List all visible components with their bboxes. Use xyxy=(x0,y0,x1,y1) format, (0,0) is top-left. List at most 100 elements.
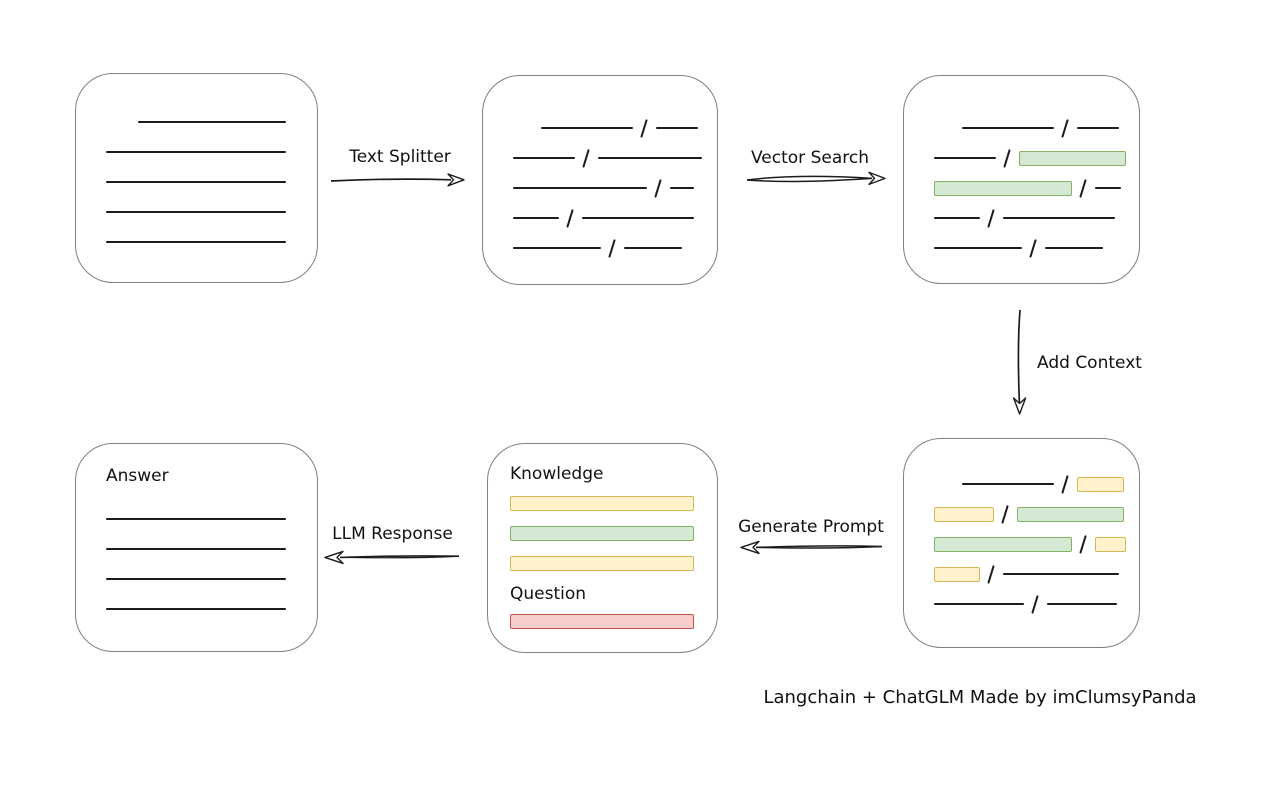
segment-row xyxy=(483,233,717,263)
segment-row xyxy=(904,203,1139,233)
highlight-bar-yellow xyxy=(934,566,980,582)
highlight-bar-green xyxy=(1017,506,1124,522)
highlight-bar-green xyxy=(934,536,1072,552)
text-line xyxy=(513,157,575,159)
slash-separator xyxy=(1061,118,1070,138)
generate-prompt-label: Generate Prompt xyxy=(738,517,884,537)
text-line xyxy=(598,157,702,159)
slash-separator xyxy=(1029,238,1038,258)
text-line xyxy=(670,187,694,189)
text-line xyxy=(934,603,1024,605)
highlight-bar-yellow xyxy=(934,506,994,522)
text-splitter-label: Text Splitter xyxy=(349,147,451,167)
slash-separator xyxy=(1079,178,1088,198)
text-line xyxy=(1045,247,1103,249)
slash-separator xyxy=(582,148,591,168)
text-line xyxy=(1003,573,1119,575)
context-result-box xyxy=(903,438,1140,648)
text-line xyxy=(934,217,980,219)
text-line xyxy=(541,127,633,129)
vector-result-box xyxy=(903,75,1140,284)
segment-row xyxy=(510,488,717,518)
segment-row xyxy=(106,594,317,624)
segment-row xyxy=(904,113,1139,143)
text-line xyxy=(1003,217,1115,219)
llm-response-arrow-icon xyxy=(324,550,460,565)
text-line xyxy=(138,121,286,123)
document-box xyxy=(75,73,318,283)
knowledge-bars xyxy=(510,488,717,578)
segment-row xyxy=(904,499,1139,529)
text-line xyxy=(106,151,286,153)
text-line xyxy=(106,578,286,580)
highlight-bar-yellow xyxy=(510,495,694,511)
generate-prompt-arrow-icon xyxy=(740,540,883,555)
split-text-box xyxy=(482,75,718,285)
segment-row xyxy=(510,606,717,636)
slash-separator xyxy=(608,238,617,258)
segment-row xyxy=(483,113,717,143)
slash-separator xyxy=(987,208,996,228)
text-line xyxy=(582,217,694,219)
segment-row xyxy=(76,227,317,257)
highlight-bar-red xyxy=(510,613,694,629)
text-line xyxy=(106,608,286,610)
segment-row xyxy=(106,534,317,564)
text-line xyxy=(962,127,1054,129)
text-splitter-arrow-icon xyxy=(330,173,465,187)
answer-lines xyxy=(106,504,317,624)
knowledge-label: Knowledge xyxy=(510,464,604,484)
text-line xyxy=(106,181,286,183)
segment-row xyxy=(904,143,1139,173)
text-line xyxy=(513,217,559,219)
vector-search-label: Vector Search xyxy=(751,148,869,168)
segment-row xyxy=(483,173,717,203)
slash-separator xyxy=(566,208,575,228)
text-line xyxy=(106,518,286,520)
slash-separator xyxy=(640,118,649,138)
segment-row xyxy=(106,504,317,534)
segment-row xyxy=(76,107,317,137)
text-line xyxy=(513,247,601,249)
add-context-label: Add Context xyxy=(1037,353,1142,373)
text-line xyxy=(624,247,682,249)
question-bars xyxy=(510,606,717,636)
highlight-bar-yellow xyxy=(510,555,694,571)
text-line xyxy=(934,157,996,159)
prompt-box: Knowledge Question xyxy=(487,443,718,653)
segment-row xyxy=(904,233,1139,263)
segment-row xyxy=(106,564,317,594)
text-line xyxy=(1047,603,1117,605)
slash-separator xyxy=(654,178,663,198)
highlight-bar-green xyxy=(934,180,1072,196)
context-result-lines xyxy=(904,439,1139,619)
segment-row xyxy=(510,518,717,548)
highlight-bar-green xyxy=(1019,150,1126,166)
text-line xyxy=(934,247,1022,249)
segment-row xyxy=(483,203,717,233)
text-line xyxy=(513,187,647,189)
slash-separator xyxy=(1001,504,1010,524)
text-line xyxy=(1095,187,1121,189)
question-label: Question xyxy=(510,584,587,604)
highlight-bar-yellow xyxy=(1077,476,1124,492)
add-context-arrow-icon xyxy=(1012,309,1027,415)
highlight-bar-green xyxy=(510,525,694,541)
slash-separator xyxy=(1061,474,1070,494)
slash-separator xyxy=(1003,148,1012,168)
segment-row xyxy=(904,589,1139,619)
slash-separator xyxy=(987,564,996,584)
vector-search-arrow-icon xyxy=(746,171,886,186)
text-line xyxy=(656,127,698,129)
segment-row xyxy=(904,469,1139,499)
split-text-lines xyxy=(483,76,717,263)
credit-text: Langchain + ChatGLM Made by imClumsyPand… xyxy=(763,687,1197,708)
text-line xyxy=(106,548,286,550)
answer-box: Answer xyxy=(75,443,318,652)
slash-separator xyxy=(1031,594,1040,614)
segment-row xyxy=(76,197,317,227)
text-line xyxy=(962,483,1054,485)
segment-row xyxy=(904,173,1139,203)
segment-row xyxy=(510,548,717,578)
